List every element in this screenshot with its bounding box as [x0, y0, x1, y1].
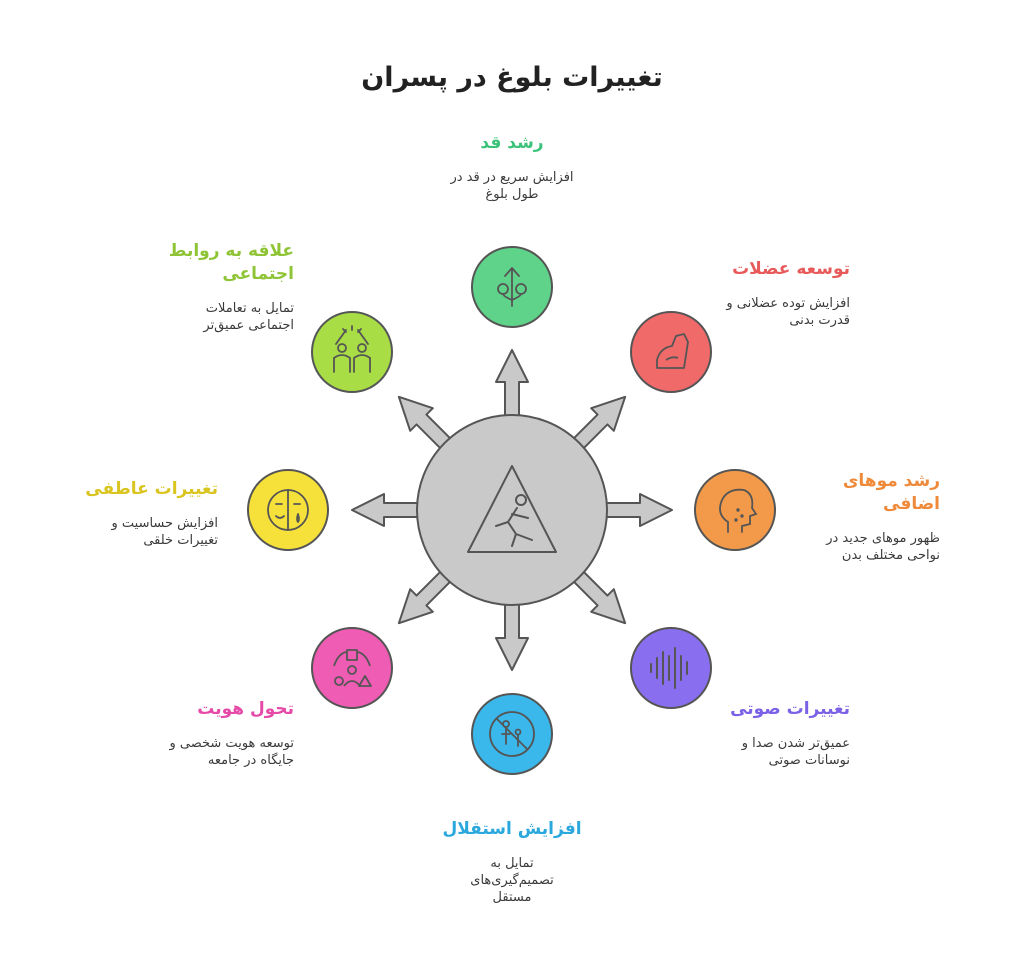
label-identity-heading: تحول هویت	[197, 699, 294, 719]
node-muscle	[630, 311, 712, 393]
plant-growth-icon	[497, 267, 527, 307]
label-hair: رشد موهای اضافی ظهور موهای جدید در نواحی…	[790, 470, 940, 564]
label-independence-heading: افزایش استقلال	[442, 819, 582, 839]
label-height: رشد قد افزایش سریع در قد در طول بلوغ	[412, 132, 612, 203]
flexed-arm-icon	[656, 333, 689, 369]
label-voice-desc: عمیق‌تر شدن صدا و نوسانات صوتی	[741, 736, 850, 768]
emotional-face-icon	[267, 489, 309, 531]
label-independence-desc: تمایل به تصمیم‌گیری‌های مستقل	[470, 856, 554, 905]
label-social-desc: تمایل به تعاملات اجتماعی عمیق‌تر	[203, 301, 294, 333]
node-independence	[471, 693, 553, 775]
node-height	[471, 246, 553, 328]
label-voice-heading: تغییرات صوتی	[730, 699, 850, 719]
label-height-heading: رشد قد	[480, 133, 544, 153]
sound-wave-icon	[650, 647, 688, 689]
people-celebrating-icon	[333, 325, 371, 373]
label-emotional-desc: افزایش حساسیت و تغییرات خلقی	[111, 516, 218, 548]
label-independence: افزایش استقلال تمایل به تصمیم‌گیری‌های م…	[412, 818, 612, 906]
label-emotional-heading: تغییرات عاطفی	[85, 479, 218, 499]
label-social: علاقه به روابط اجتماعی تمایل به تعاملات …	[148, 240, 294, 334]
page-title: تغییرات بلوغ در پسران	[361, 62, 663, 93]
center-circle	[416, 414, 608, 606]
node-identity	[311, 627, 393, 709]
label-hair-desc: ظهور موهای جدید در نواحی مختلف بدن	[826, 531, 940, 563]
node-hair	[694, 469, 776, 551]
label-muscle-heading: توسعه عضلات	[732, 259, 850, 279]
label-height-desc: افزایش سریع در قد در طول بلوغ	[450, 170, 574, 202]
label-social-heading: علاقه به روابط اجتماعی	[168, 241, 294, 284]
face-profile-icon	[719, 488, 758, 533]
label-hair-heading: رشد موهای اضافی	[842, 471, 940, 514]
node-voice	[630, 627, 712, 709]
label-muscle-desc: افزایش توده عضلانی و قدرت بدنی	[726, 296, 850, 328]
label-muscle: توسعه عضلات افزایش توده عضلانی و قدرت بد…	[700, 258, 850, 329]
no-parent-child-icon	[489, 711, 535, 757]
warning-running-person-icon	[467, 465, 557, 553]
node-social	[311, 311, 393, 393]
node-emotional	[247, 469, 329, 551]
label-voice: تغییرات صوتی عمیق‌تر شدن صدا و نوسانات ص…	[700, 698, 850, 769]
label-emotional: تغییرات عاطفی افزایش حساسیت و تغییرات خل…	[74, 478, 218, 549]
label-identity-desc: توسعه هویت شخصی و جایگاه در جامعه	[169, 736, 295, 768]
identity-shapes-icon	[333, 649, 372, 687]
label-identity: تحول هویت توسعه هویت شخصی و جایگاه در جا…	[140, 698, 295, 769]
